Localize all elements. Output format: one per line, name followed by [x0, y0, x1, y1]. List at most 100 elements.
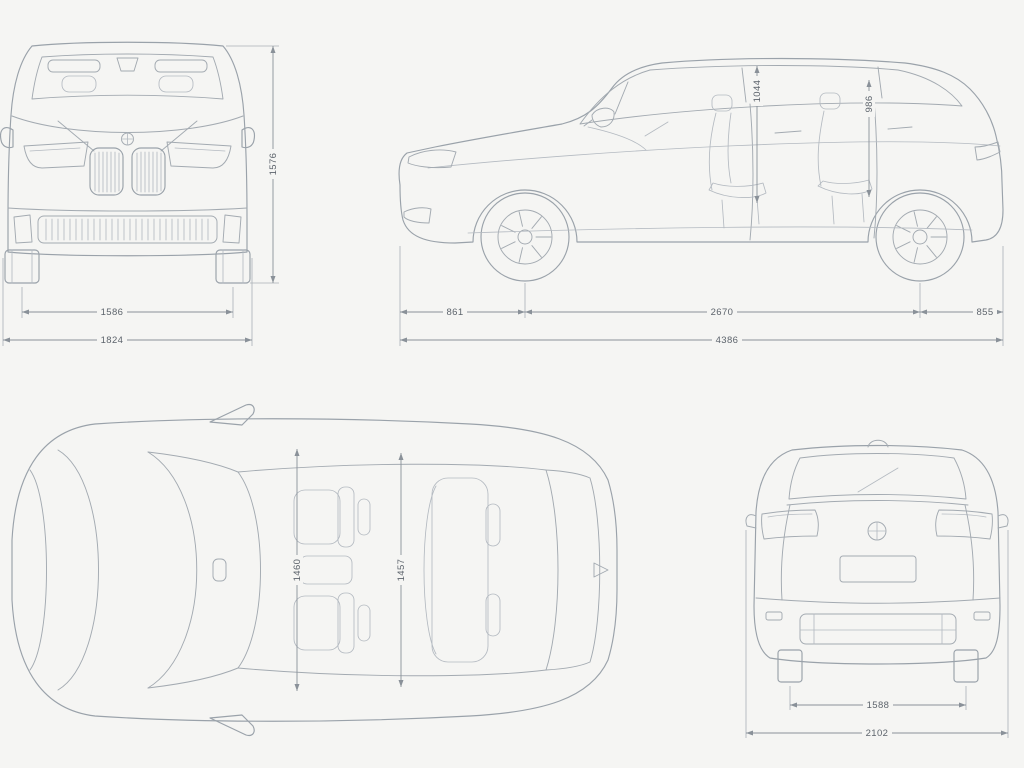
rear-bench-cushion-edge — [423, 485, 437, 655]
front-view: 1576 1586 1824 — [0, 41, 279, 346]
front-seat-back-top — [337, 486, 355, 548]
lower-bumper — [799, 613, 957, 645]
kidney-grille-right — [131, 147, 166, 196]
rear-window-arcs — [545, 469, 601, 671]
rear-wheel-spokes — [896, 211, 947, 263]
rear-extension-lines — [745, 530, 1009, 738]
dim-label-wheelbase: 2670 — [711, 307, 734, 318]
rear-wheel-right — [953, 649, 979, 683]
rear-bench — [431, 477, 489, 663]
front-seat-cushion-top — [293, 489, 341, 545]
front-seat-headrest-top — [357, 498, 371, 536]
reflector-left — [765, 611, 783, 621]
dim-rear-track: 1588 — [790, 699, 966, 711]
wheel-front-left — [4, 249, 40, 284]
rear-headrest-bottom — [485, 593, 501, 637]
dim-rear-overhang: 855 — [920, 306, 1003, 318]
front-wheel-spokes — [501, 211, 552, 263]
rear-roundel-cross — [867, 521, 887, 541]
dim-rear-headroom: 986 — [863, 80, 875, 197]
dim-label-overall-width: 1824 — [101, 335, 124, 346]
rear-wheel-left — [777, 649, 803, 683]
headlights — [23, 141, 232, 169]
door-seams — [749, 99, 878, 241]
top-mirrors — [209, 403, 255, 737]
side-intakes — [13, 214, 242, 244]
dim-wheelbase: 2670 — [525, 306, 920, 318]
tailgate-seams — [780, 504, 975, 601]
sun-visor-right — [154, 59, 208, 73]
reflector-right — [973, 611, 991, 621]
rear-seat — [817, 110, 873, 225]
front-tire — [480, 192, 570, 282]
bumper-line — [7, 207, 248, 212]
intake-slats — [45, 218, 209, 241]
mirror-left — [0, 127, 14, 149]
front-seat-back-bottom — [337, 592, 355, 654]
side-taillamp — [974, 141, 1001, 161]
tire-lines — [11, 249, 244, 284]
dim-label-width-incl-mirrors: 2102 — [866, 728, 889, 739]
character-line — [427, 141, 1001, 169]
bumper-top-line — [755, 597, 1001, 604]
dim-label-rear-overhang: 855 — [976, 307, 993, 318]
roof-edges — [237, 463, 547, 677]
b-pillar — [741, 67, 747, 103]
rear-body-outline — [753, 444, 1001, 665]
dim-label-front-headroom: 1044 — [752, 80, 763, 103]
side-extension-lines — [399, 246, 1004, 346]
c-pillar — [877, 66, 883, 99]
side-headlight — [407, 149, 457, 169]
rear-headrest-top — [485, 503, 501, 547]
rear-rim — [892, 209, 948, 265]
a-pillar-vent — [614, 81, 629, 115]
dim-front-overhang: 861 — [400, 306, 525, 318]
mirror-right — [241, 127, 256, 149]
hood-lines — [57, 120, 198, 152]
dim-overall-width: 1824 — [3, 334, 252, 346]
hood-contours — [29, 449, 99, 691]
windshield-top-arc — [237, 471, 261, 669]
windshield — [31, 53, 224, 100]
grille-bars-right — [136, 151, 162, 193]
dim-label-front-interior-width: 1460 — [292, 559, 303, 582]
front-body-outline — [7, 41, 248, 257]
grille-bars-left — [94, 151, 120, 193]
glasshouse — [579, 65, 963, 125]
dim-front-interior-width: 1460 — [291, 449, 303, 691]
front-seat — [708, 112, 767, 229]
headrest-right — [158, 75, 194, 93]
front-seat-headrest-bottom — [357, 604, 371, 642]
side-body-outline — [398, 57, 1004, 244]
roof-antenna — [867, 439, 889, 448]
front-seat-cushion-bottom — [293, 595, 341, 651]
wheel-front-right — [215, 249, 251, 284]
dim-label-overall-height: 1576 — [268, 153, 279, 176]
dashboard — [587, 126, 647, 151]
dim-track-width: 1586 — [22, 306, 233, 318]
dim-overall-length: 4386 — [400, 334, 1003, 346]
rear-view: 1588 2102 — [745, 439, 1009, 739]
taillight-details — [767, 513, 987, 518]
side-view-car — [398, 57, 1004, 282]
front-view-car — [0, 41, 256, 284]
interior-mirror — [212, 558, 227, 582]
lower-intake — [37, 215, 218, 244]
side-mirror — [583, 107, 615, 128]
hood-crease — [11, 115, 244, 133]
cowl-line — [147, 451, 198, 689]
rear-mirror-nubs — [745, 514, 1009, 529]
rear-seat-headrest — [819, 92, 841, 110]
dim-label-front-overhang: 861 — [446, 307, 463, 318]
steering-wheel — [644, 121, 669, 137]
dim-rear-interior-width: 1457 — [395, 453, 407, 687]
lower-bumper-details — [799, 613, 957, 645]
front-hub — [517, 229, 533, 245]
bmw-roundel-cross — [121, 132, 134, 146]
rearview-mirror — [116, 57, 139, 72]
front-extension-lines — [2, 45, 279, 346]
top-view: 1460 1457 — [11, 403, 618, 737]
rear-wiper — [857, 467, 899, 493]
license-plate — [839, 555, 917, 583]
